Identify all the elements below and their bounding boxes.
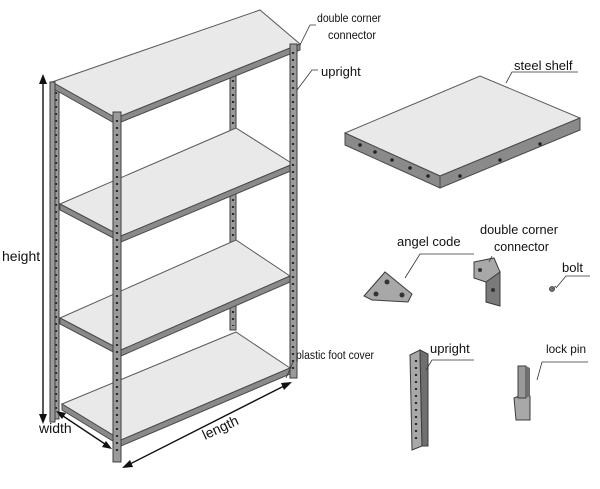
- label-steel-shelf: steel shelf: [514, 58, 573, 73]
- shelving-unit: [49, 9, 301, 463]
- leader-steel-shelf: [505, 71, 578, 84]
- shelf-2: [58, 127, 295, 243]
- shelf-1: [50, 9, 301, 125]
- label-bolt: bolt: [562, 260, 583, 275]
- label-plastic-foot-cover: plastic foot cover: [296, 350, 374, 362]
- label-upright-1: upright: [321, 64, 361, 79]
- leader-upright-2: [425, 359, 474, 371]
- label-double-corner-connector-2-line2: connector: [494, 240, 549, 254]
- bolt-part: [549, 285, 557, 292]
- label-angel-code: angel code: [397, 234, 461, 249]
- label-length: length: [200, 412, 241, 443]
- front-right-upright: [289, 43, 298, 379]
- double-corner-connector-part: [473, 257, 501, 307]
- label-double-corner-connector-2-line1: double corner: [480, 223, 558, 237]
- label-lock-pin: lock pin: [546, 342, 586, 356]
- lock-pin-part: [513, 365, 531, 421]
- label-upright-2: upright: [430, 341, 470, 356]
- angel-code-part: [363, 271, 413, 303]
- shelf-3: [58, 239, 292, 357]
- shelf-4: [60, 331, 292, 447]
- leader-double-corner-connector-1: [299, 24, 316, 46]
- leader-angel-code: [404, 253, 474, 279]
- leader-bolt: [555, 275, 590, 289]
- label-double-corner-connector-1-line1: double corner: [317, 11, 381, 25]
- width-dimension: [56, 411, 112, 449]
- height-dimension: [39, 74, 47, 424]
- label-double-corner-connector-1-line2: connector: [328, 28, 376, 42]
- back-left-front-upright: [49, 81, 56, 423]
- leader-upright-1: [296, 69, 318, 91]
- leader-plastic-foot-cover: [285, 359, 295, 379]
- length-dimension: [122, 382, 292, 468]
- front-left-upright: [112, 111, 122, 463]
- leader-lock-pin: [536, 361, 588, 381]
- label-width: width: [38, 420, 72, 436]
- upright-part: [409, 349, 429, 451]
- leader-double-corner-connector-2: [488, 255, 493, 263]
- steel-shelf-part: [343, 75, 582, 189]
- label-height: height: [2, 248, 40, 264]
